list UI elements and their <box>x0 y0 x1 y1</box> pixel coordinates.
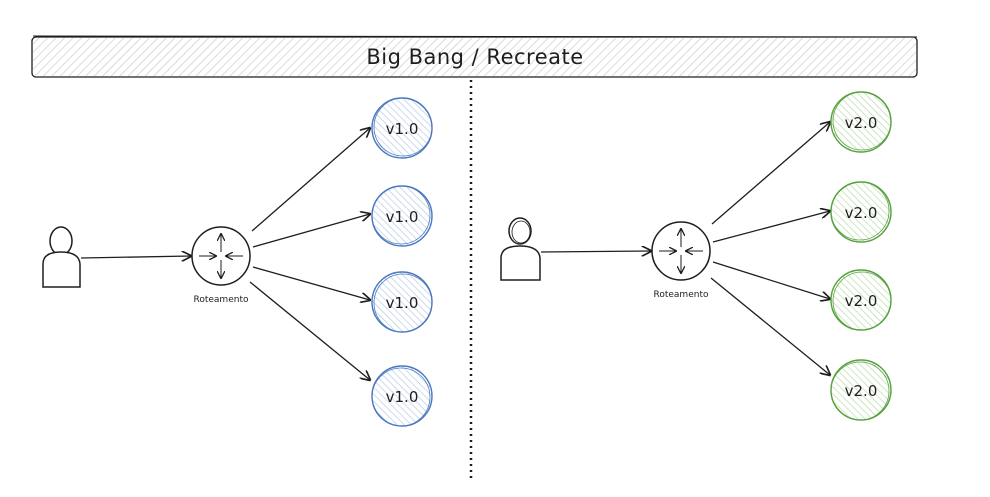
left-target-node: v1.0 <box>371 185 433 247</box>
right-target-node: v2.0 <box>830 269 892 331</box>
left-target-label: v1.0 <box>386 208 419 226</box>
right-router-label: Roteamento <box>654 290 709 300</box>
left-target-label: v1.0 <box>386 120 419 138</box>
left-user-icon <box>42 226 81 288</box>
right-target-node: v2.0 <box>830 181 892 243</box>
left-target-node: v1.0 <box>371 365 433 427</box>
left-target-label: v1.0 <box>386 388 419 406</box>
left-target-node: v1.0 <box>371 97 433 159</box>
title-banner: Big Bang / Recreate <box>31 35 918 78</box>
left-target-node: v1.0 <box>371 271 433 333</box>
right-user-to-router-arrow <box>540 251 651 252</box>
right-target-label: v2.0 <box>845 204 878 222</box>
right-target-label: v2.0 <box>845 292 878 310</box>
page-title: Big Bang / Recreate <box>366 45 583 69</box>
right-target-node: v2.0 <box>830 91 892 153</box>
left-router-label: Roteamento <box>194 295 249 305</box>
right-target-label: v2.0 <box>845 114 878 132</box>
left-target-label: v1.0 <box>386 294 419 312</box>
right-target-label: v2.0 <box>845 382 878 400</box>
left-user-to-router-arrow <box>80 256 191 258</box>
right-router-icon <box>651 221 711 281</box>
right-user-icon <box>500 217 541 281</box>
left-router-arrows <box>249 128 370 380</box>
right-target-node: v2.0 <box>830 359 892 421</box>
left-router-icon <box>191 226 251 286</box>
right-router-arrows <box>710 122 830 375</box>
